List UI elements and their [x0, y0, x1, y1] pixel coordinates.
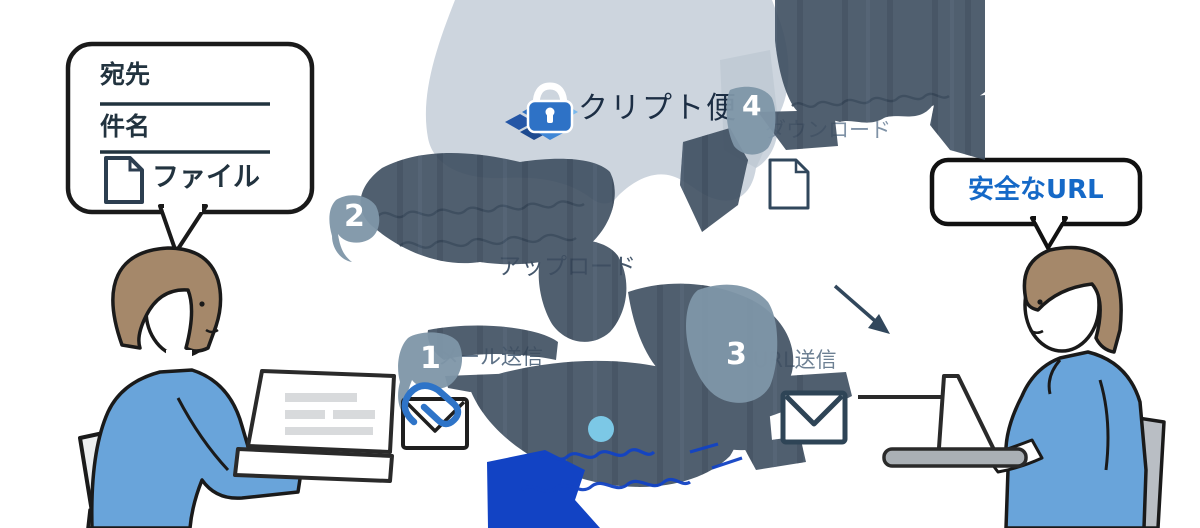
sender-hair: [111, 246, 223, 353]
step2-label: アップロード: [498, 254, 636, 280]
bubble-field-subject: 件名: [100, 112, 151, 141]
step1-label: メール送信: [438, 345, 543, 369]
step3-number: 3: [726, 337, 747, 372]
sender-hand: [246, 453, 291, 475]
sender-laptop: [233, 369, 396, 483]
sender-person: [78, 246, 304, 528]
receiver-laptop: [858, 374, 1028, 468]
bubble-field-to: 宛先: [100, 60, 151, 89]
paperclip-icon: [401, 382, 462, 428]
receiver-person: [984, 245, 1166, 528]
url-arrow: [833, 284, 890, 334]
receiver-hand: [984, 438, 1044, 474]
step1-number: 1: [420, 341, 441, 376]
step4-number: 4: [742, 89, 762, 122]
step2-number: 2: [344, 199, 365, 234]
blue-ink-marks: [487, 442, 743, 528]
cyan-dot: [588, 416, 614, 442]
crypto-bin-logo-icon: [505, 82, 578, 140]
receiver-hair: [1022, 245, 1123, 354]
step-badges: [329, 86, 778, 418]
receiver-chair: [1128, 416, 1166, 528]
service-logo-text: クリプト便: [578, 91, 738, 126]
mail-url-icon: [780, 390, 848, 445]
safe-url-label: 安全なURL: [968, 175, 1104, 205]
mail-attachment-icon: [401, 382, 469, 450]
step3-label: URL送信: [753, 348, 837, 372]
bubble-file-label: ファイル: [152, 162, 260, 193]
step4-label: ダウンロード: [765, 118, 891, 142]
sender-body: [90, 368, 304, 528]
bubble-file-icon: [104, 156, 144, 204]
sender-chair: [78, 430, 122, 514]
download-file-icon: [768, 158, 810, 210]
receiver-body: [1004, 350, 1148, 528]
